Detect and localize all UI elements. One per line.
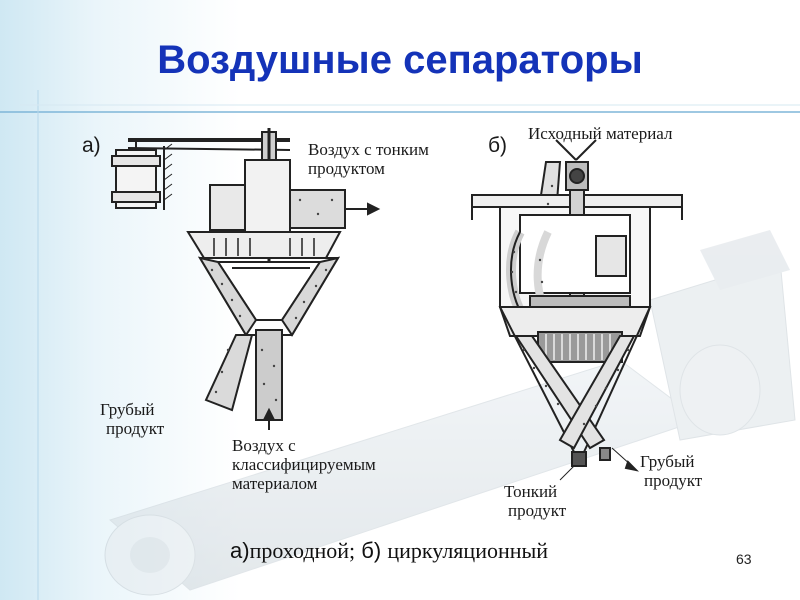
label-b-coarse-line-2: продукт [644,471,703,490]
label-a-coarse-line-2: продукт [106,419,165,438]
label-a-coarse-line-1: Грубый [100,400,155,419]
page-number: 63 [736,551,752,567]
label-air-classified-line-2: классифицируемым [232,455,376,474]
caption-b-letter: б) [361,538,382,563]
label-air-classified-material: Воздух с классифицируемым материалом [232,436,376,493]
slide-title: Воздушные сепараторы [157,38,643,82]
label-fine-line-2: продукт [508,501,567,520]
label-air-fine-line-1: Воздух с тонким [308,140,429,159]
ball-mill-watermark [104,230,796,596]
caption-a-text: проходной; [249,538,356,563]
label-air-classified-line-3: материалом [232,474,318,493]
label-b-coarse-product: Грубый продукт [640,452,702,490]
diagram-b-letter: б) [488,134,508,157]
label-source-material: Исходный материал [528,124,673,143]
label-fine-line-1: Тонкий [504,482,558,501]
diagram-a-letter: а) [82,134,101,157]
label-fine-product: Тонкий продукт [504,482,566,520]
label-b-coarse-line-1: Грубый [640,452,695,471]
caption-b-text: циркуляционный [387,538,549,563]
label-a-coarse-product: Грубый продукт [100,400,164,438]
slide-caption: а)проходной; б) циркуляционный [230,538,548,564]
label-air-fine-line-2: продуктом [308,159,385,178]
caption-a-letter: а) [230,538,250,563]
label-air-classified-line-1: Воздух с [232,436,296,455]
label-air-fine-product: Воздух с тонким продуктом [308,140,429,178]
